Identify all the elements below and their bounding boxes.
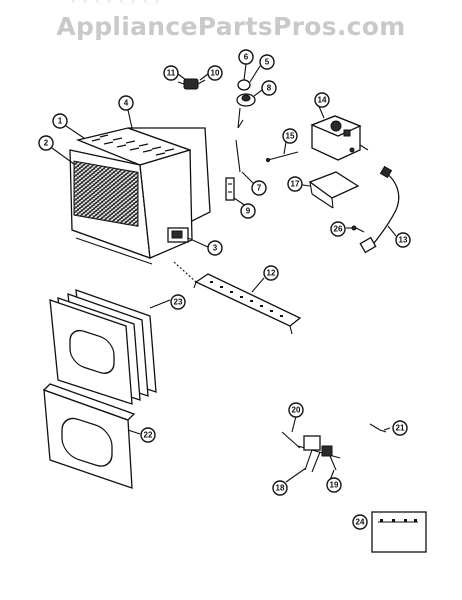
callout-7: 7: [251, 180, 267, 196]
part-gas-tube: [359, 165, 400, 254]
callout-label: 14: [318, 96, 327, 105]
callout-13: 13: [395, 232, 411, 248]
callout-19: 19: [326, 477, 342, 493]
part-thermocouple-assembly: [281, 431, 341, 473]
callout-label: 12: [267, 269, 276, 278]
callout-15: 15: [282, 128, 298, 144]
watermark-text: AppliancePartsPros.com: [56, 12, 406, 41]
callout-8: 8: [261, 80, 277, 96]
callout-12: 12: [263, 265, 279, 281]
callout-label: 3: [213, 244, 218, 253]
callout-2: 2: [38, 135, 54, 151]
callout-4: 4: [118, 95, 134, 111]
callout-label: 18: [276, 484, 285, 493]
callout-label: 11: [167, 69, 176, 78]
callout-label: 15: [286, 132, 295, 141]
callout-label: 2: [44, 139, 49, 148]
part-fitting: [351, 225, 365, 233]
heater-cabinet: [69, 127, 211, 265]
callout-label: 10: [211, 69, 220, 78]
callout-label: 1: [58, 117, 63, 126]
callout-label: 5: [265, 58, 270, 67]
callout-label: 9: [246, 207, 251, 216]
callout-26: 26: [330, 221, 346, 237]
callout-1: 1: [52, 113, 68, 129]
part-radiant-panels: [49, 289, 157, 405]
callout-label: 23: [174, 298, 183, 307]
callout-10: 10: [207, 65, 223, 81]
part-bracket-plate: [308, 171, 360, 209]
callout-6: 6: [238, 49, 254, 65]
callout-9: 9: [240, 203, 256, 219]
callout-22: 22: [140, 427, 156, 443]
callout-3: 3: [207, 240, 223, 256]
callout-label: 6: [244, 53, 249, 62]
callout-label: 17: [291, 180, 300, 189]
callout-11: 11: [163, 65, 179, 81]
part-knob-assembly: [236, 79, 256, 129]
back-panel: [127, 127, 211, 224]
callout-label: 20: [292, 406, 301, 415]
cropped-header-text: ( ) ( ) ( ) ( ): [70, 0, 390, 4]
part-wire: [369, 423, 387, 433]
callout-24: 24: [352, 514, 368, 530]
callout-label: 19: [330, 481, 339, 490]
callout-18: 18: [272, 480, 288, 496]
part-pin: [265, 151, 299, 163]
callout-20: 20: [288, 402, 304, 418]
callout-14: 14: [314, 92, 330, 108]
callout-23: 23: [170, 294, 186, 310]
callout-5: 5: [259, 54, 275, 70]
callout-21: 21: [392, 420, 408, 436]
part-label-card: [371, 511, 427, 553]
callout-label: 24: [356, 518, 365, 527]
callout-label: 8: [267, 84, 272, 93]
part-burner-bar: [173, 261, 302, 335]
callout-label: 22: [144, 431, 153, 440]
part-front-panel: [42, 383, 136, 489]
callout-label: 13: [399, 236, 408, 245]
part-thermo-unit: [177, 78, 206, 90]
callout-17: 17: [287, 176, 303, 192]
callout-label: 4: [124, 99, 129, 108]
part-rod-bracket: [225, 139, 241, 201]
callout-label: 21: [396, 424, 405, 433]
callout-label: 7: [257, 184, 262, 193]
callout-label: 26: [334, 225, 343, 234]
part-gas-valve: [310, 115, 369, 161]
